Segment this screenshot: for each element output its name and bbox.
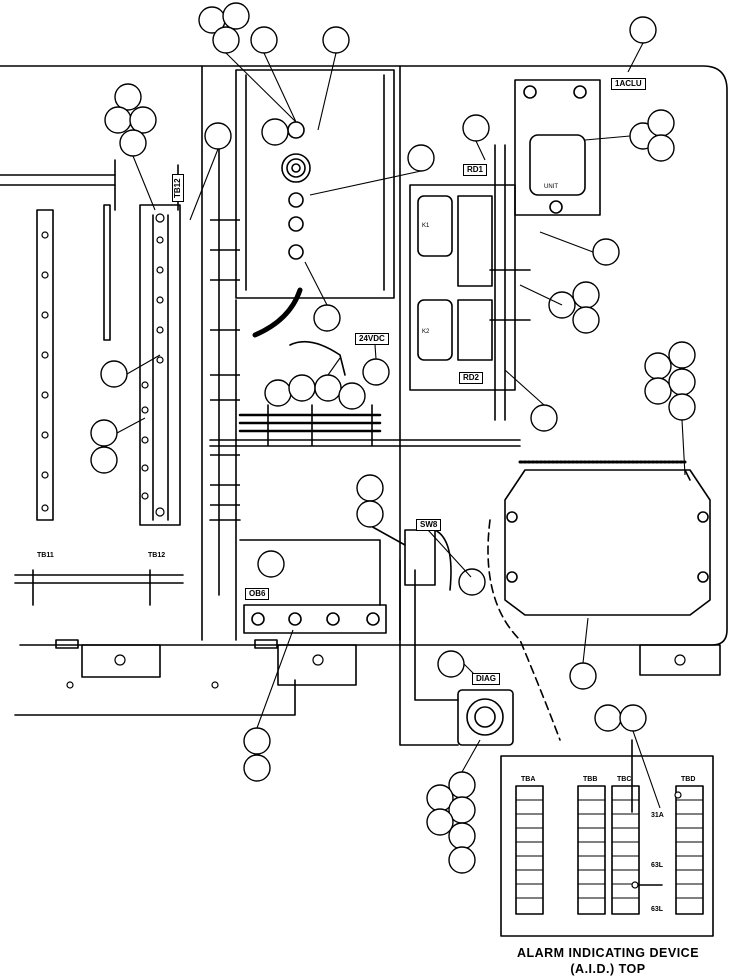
diag-connector bbox=[457, 689, 514, 746]
terminal-strip-tb11 bbox=[0, 174, 116, 521]
tb12-vertical-label: TB12 bbox=[172, 174, 184, 202]
svg-text:K1: K1 bbox=[422, 223, 430, 229]
caption-line-2: (A.I.D.) TOP bbox=[570, 962, 646, 976]
tb12-bottom-label: TB12 bbox=[148, 552, 166, 559]
rd1-label: RD1 bbox=[463, 164, 488, 176]
tb11-bottom-label: TB11 bbox=[37, 552, 54, 559]
clu-module bbox=[514, 79, 601, 216]
tbd-label: TBD bbox=[681, 776, 696, 783]
alarm-box bbox=[487, 460, 711, 741]
clu-label: 1ACLU bbox=[611, 78, 646, 90]
tba-label: TBA bbox=[521, 776, 536, 783]
tbd-grid bbox=[676, 799, 703, 899]
diag-label: DIAG bbox=[472, 673, 500, 685]
wire-31a-label: 31A bbox=[651, 812, 664, 819]
ob6-label: OB6 bbox=[245, 588, 270, 600]
tba-grid bbox=[516, 799, 543, 899]
aid-box bbox=[500, 739, 714, 937]
panel-outline bbox=[0, 65, 728, 646]
tbc-label: TBC bbox=[617, 776, 632, 783]
sw8-label: SW8 bbox=[416, 519, 442, 531]
wire-63l-lower-label: 63L bbox=[651, 906, 664, 913]
svg-text:K2: K2 bbox=[422, 329, 430, 335]
rd2-label: RD2 bbox=[459, 372, 484, 384]
callout-circles bbox=[90, 2, 696, 874]
panel-lower-edge bbox=[14, 679, 296, 716]
switch-panel bbox=[235, 69, 395, 299]
terminal-strip-tb12 bbox=[139, 204, 181, 526]
ob6-bracket bbox=[243, 604, 387, 634]
wire-63l-upper-label: 63L bbox=[651, 862, 664, 869]
caption-line-1: ALARM INDICATING DEVICE bbox=[516, 946, 700, 960]
svg-text:UNIT: UNIT bbox=[544, 184, 558, 190]
tbb-label: TBB bbox=[583, 776, 598, 783]
24vdc-label: 24VDC bbox=[355, 333, 389, 345]
tbb-grid bbox=[578, 799, 605, 899]
relay-block bbox=[409, 144, 516, 421]
